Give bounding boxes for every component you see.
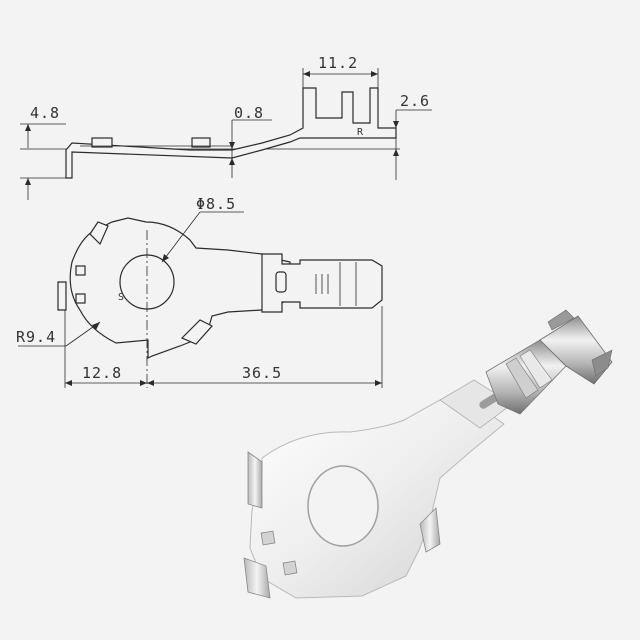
dimension-lengths: 12.8 36.5 bbox=[64, 306, 383, 388]
dim-hole-label: Φ8.5 bbox=[196, 195, 236, 213]
dim-step-height-label: 0.8 bbox=[234, 104, 264, 122]
dim-left-offset-label: 12.8 bbox=[82, 364, 122, 382]
plan-hole bbox=[119, 254, 175, 310]
plan-tab-bottom bbox=[180, 319, 213, 345]
dim-right-height-label: 2.6 bbox=[400, 92, 430, 110]
render-slot-1 bbox=[260, 530, 276, 546]
render-crimp-wing-top bbox=[547, 309, 575, 331]
render-barrel-rib-2 bbox=[519, 349, 553, 389]
terminal-3d-render bbox=[243, 309, 613, 599]
plan-slot-2 bbox=[75, 293, 86, 304]
dim-left-height-label: 4.8 bbox=[30, 104, 60, 122]
plan-marking: S bbox=[118, 292, 124, 303]
dimension-step-height: 0.8 bbox=[229, 104, 272, 178]
plan-slot-neck bbox=[275, 271, 287, 293]
side-marking: R bbox=[357, 127, 364, 138]
render-tab-left bbox=[247, 451, 263, 509]
render-crimp-wing-end bbox=[591, 349, 613, 377]
dimension-top-width: 11.2 bbox=[302, 54, 379, 88]
render-slot-2 bbox=[282, 560, 298, 576]
dimension-hole: Φ8.5 bbox=[161, 195, 244, 263]
dim-radius-label: R9.4 bbox=[16, 328, 56, 346]
dim-top-width-label: 11.2 bbox=[318, 54, 358, 72]
side-profile bbox=[65, 87, 397, 179]
plan-tab-left bbox=[57, 281, 67, 311]
dim-total-length-label: 36.5 bbox=[242, 364, 282, 382]
plan-body bbox=[69, 217, 291, 359]
render-tab-bottom bbox=[243, 557, 271, 599]
render-barrel-rib-1 bbox=[505, 357, 539, 399]
render-tab-right bbox=[419, 507, 441, 553]
dimension-right-height: 2.6 bbox=[393, 92, 432, 180]
dimension-left-height: 4.8 bbox=[20, 104, 66, 200]
side-bump-right bbox=[191, 137, 211, 148]
render-hole bbox=[307, 465, 379, 547]
plan-tab-top bbox=[89, 221, 109, 246]
side-bump-left bbox=[91, 137, 113, 148]
plan-view: S Φ8.5 R9.4 12.8 36.5 bbox=[16, 195, 383, 388]
plan-slot-1 bbox=[75, 265, 86, 276]
side-view: R 4.8 0.8 11.2 bbox=[20, 54, 432, 200]
dimension-radius: R9.4 bbox=[16, 321, 101, 347]
